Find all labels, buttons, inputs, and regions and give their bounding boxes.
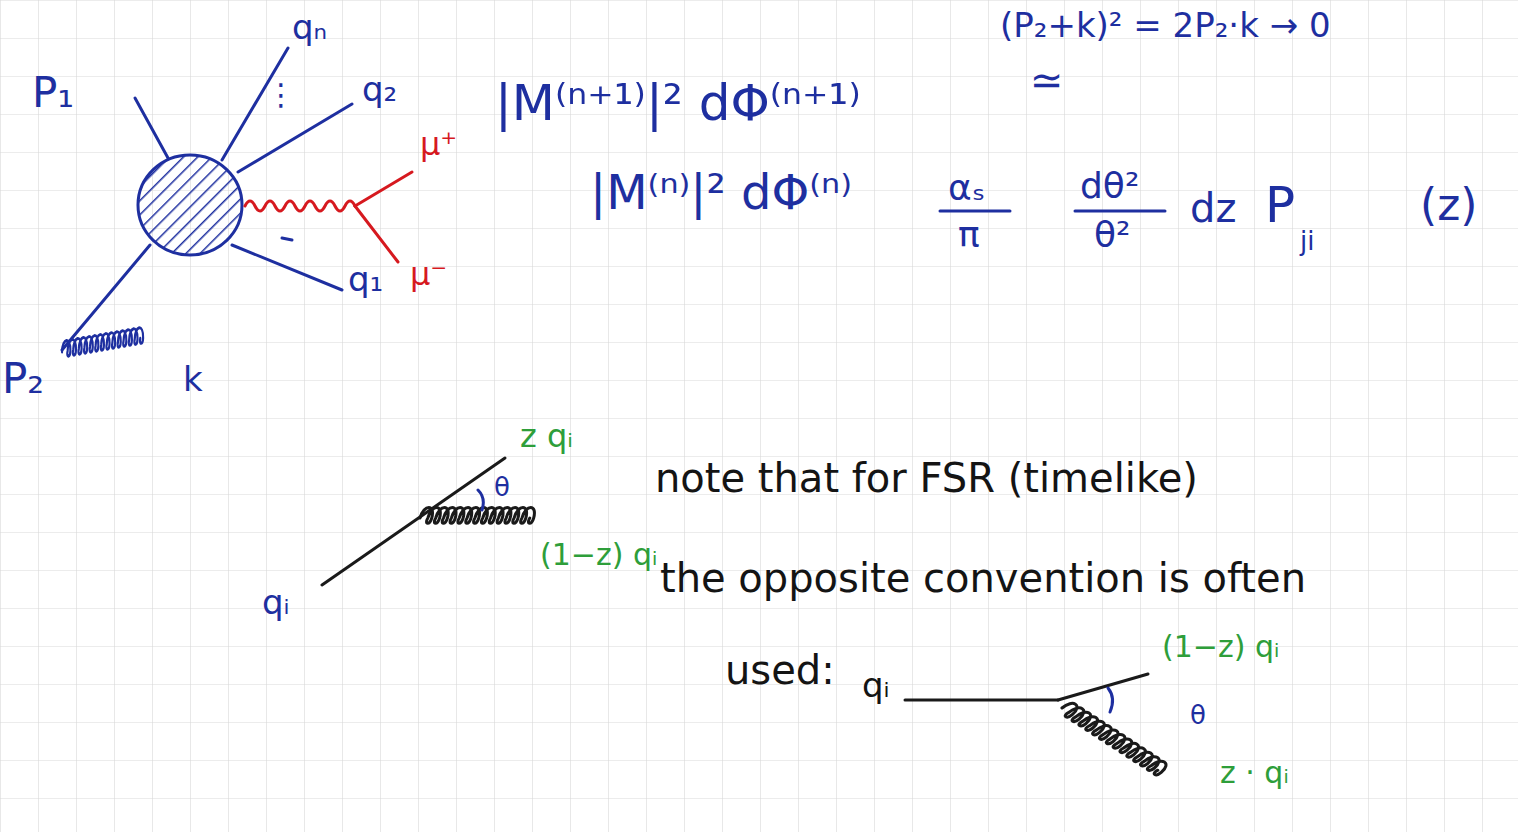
formula-text: (z) [1420,183,1477,227]
fraction-label: z · qᵢ [1220,758,1289,788]
momentum-label: q₂ [362,72,397,106]
angle-label: θ [494,474,510,500]
formula-text: (P₂+k)² = 2P₂·k → 0 [1000,8,1331,42]
formula-text: ≃ [1030,60,1064,100]
splitting-sketch [322,458,534,585]
fraction-label: (1−z) qᵢ [540,540,657,570]
formula-text: |M⁽ⁿ⁾|² dΦ⁽ⁿ⁾ [590,168,852,216]
momentum-label: qᵢ [862,668,890,702]
photon-muons [245,172,412,262]
formula-text: αₛ [948,170,985,206]
angle-label: θ [1190,702,1206,728]
particle-label: μ⁻ [410,258,447,290]
fraction-label: (1−z) qᵢ [1162,632,1279,662]
formula-subscript: ji [1300,228,1314,254]
momentum-label: q₁ [348,262,383,296]
formula-text: |M⁽ⁿ⁺¹⁾|² dΦ⁽ⁿ⁺¹⁾ [495,78,861,128]
note-text: the opposite convention is often [660,558,1306,598]
momentum-label: P₁ [32,72,74,114]
formula-text: P [1265,180,1295,230]
particle-label: μ⁺ [420,128,457,160]
fraction-bars [940,210,1165,213]
formula-text: dθ² [1080,168,1139,204]
momentum-label: qᵢ [262,585,290,619]
formula-text: θ² [1094,217,1130,253]
formula-text: π [958,217,980,253]
fraction-label: z qᵢ [520,420,573,452]
momentum-label: P₂ [2,358,44,400]
splitting-sketch [905,674,1168,777]
note-text: note that for FSR (timelike) [655,458,1198,498]
formula-text: dz [1190,188,1236,228]
momentum-label: k [183,362,203,396]
ellipsis: ⋮ [266,80,296,110]
momentum-label: qₙ [292,10,327,44]
note-text: used: [725,650,835,690]
